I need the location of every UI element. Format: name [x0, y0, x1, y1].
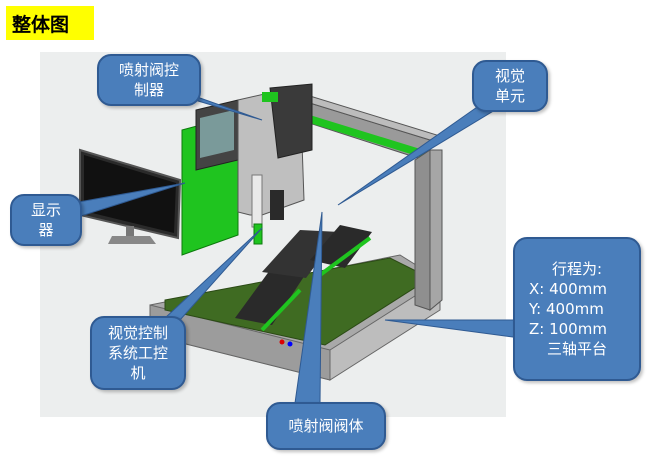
travel-x: X: 400mm: [529, 280, 607, 298]
travel-z: Z: 100mm: [529, 320, 607, 338]
callout-vision-unit: 视觉 单元: [472, 60, 548, 112]
callout-vision-ipc-line1: 视觉控制: [107, 324, 168, 342]
callout-valve-body: 喷射阀阀体: [266, 402, 386, 450]
callout-valve-body-label: 喷射阀阀体: [288, 417, 364, 435]
callout-vision-ipc-line3: 机: [130, 364, 146, 382]
callout-display-line2: 器: [38, 221, 54, 239]
callout-valve-controller: 喷射阀控 制器: [97, 54, 201, 106]
callout-vision-unit-line1: 视觉: [494, 67, 525, 85]
callout-valve-controller-line1: 喷射阀控: [118, 61, 179, 79]
callout-travel: 行程为: X: 400mm Y: 400mm Z: 100mm 三轴平台: [513, 237, 641, 381]
base-frame: [149, 254, 441, 381]
callout-display-line1: 显示: [30, 201, 61, 219]
controller-box: [181, 99, 246, 256]
callout-vision-unit-line2: 单元: [494, 87, 525, 105]
travel-y: Y: 400mm: [529, 300, 604, 318]
page-title: 整体图: [6, 6, 94, 40]
callout-pointers: [61, 94, 526, 404]
callout-vision-ipc-line2: 系统工控: [107, 344, 168, 362]
gantry-frame: [298, 95, 443, 312]
callout-display: 显示 器: [10, 194, 82, 246]
callout-vision-ipc: 视觉控制 系统工控 机: [90, 316, 186, 390]
travel-footer: 三轴平台: [546, 340, 607, 358]
callout-valve-controller-line2: 制器: [133, 81, 164, 99]
travel-header: 行程为:: [551, 260, 603, 278]
dispense-head: [237, 83, 313, 245]
